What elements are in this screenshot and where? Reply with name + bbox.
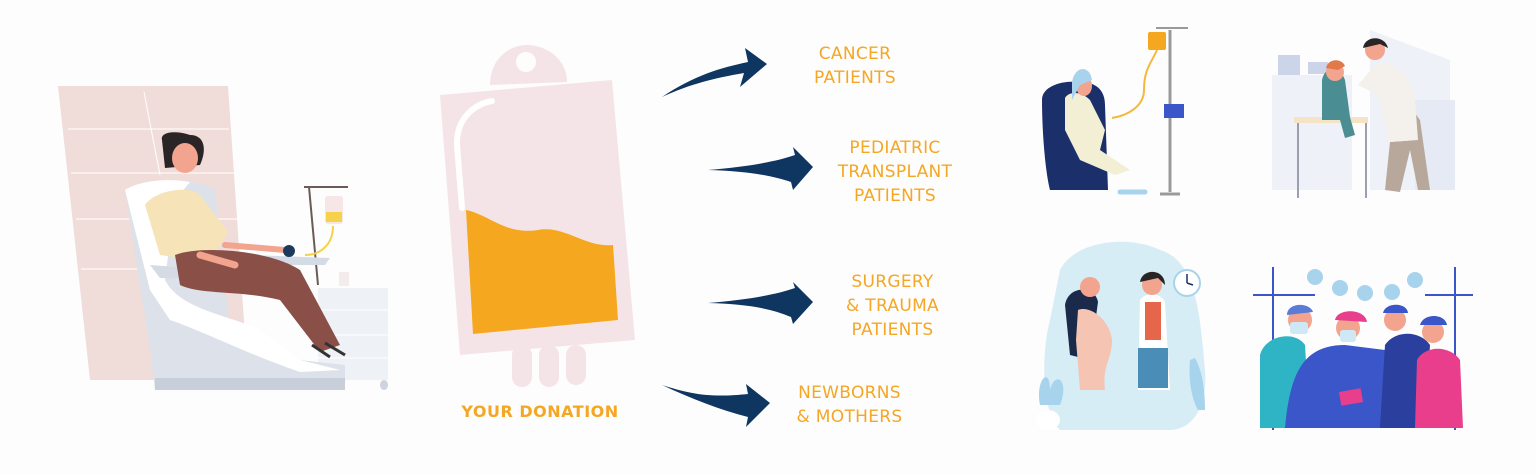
arrow-icon: [708, 282, 813, 324]
label-line: PEDIATRIC: [849, 138, 941, 158]
your-donation-label: YOUR DONATION: [461, 402, 619, 421]
recipient-label-cancer: CANCER PATIENTS: [795, 42, 915, 90]
label-line: PATIENTS: [851, 320, 934, 340]
label-line: NEWBORNS: [798, 383, 901, 403]
recipient-label-pediatric: PEDIATRIC TRANSPLANT PATIENTS: [820, 136, 970, 208]
donor-illustration: [58, 86, 388, 390]
recipient-label-surgery: SURGERY & TRAUMA PATIENTS: [830, 270, 955, 342]
arrow-icon: [708, 147, 813, 190]
doctor-examining-child-illustration: [1272, 30, 1455, 198]
blood-bag-icon: [440, 45, 635, 387]
recipient-label-newborns: NEWBORNS & MOTHERS: [782, 381, 917, 429]
label-line: TRANSPLANT: [837, 162, 953, 182]
label-line: PATIENTS: [854, 186, 936, 206]
label-line: & MOTHERS: [796, 407, 903, 427]
label-line: PATIENTS: [814, 68, 896, 88]
chemotherapy-patient-illustration: [1042, 27, 1188, 196]
pregnant-woman-with-doctor-illustration: [1036, 241, 1206, 430]
label-line: CANCER: [818, 44, 892, 64]
label-line: SURGERY: [851, 272, 934, 292]
arrow-icon: [662, 48, 767, 97]
surgical-team-illustration: [1253, 267, 1473, 430]
arrow-icon: [662, 384, 770, 427]
label-line: & TRAUMA: [846, 296, 939, 316]
